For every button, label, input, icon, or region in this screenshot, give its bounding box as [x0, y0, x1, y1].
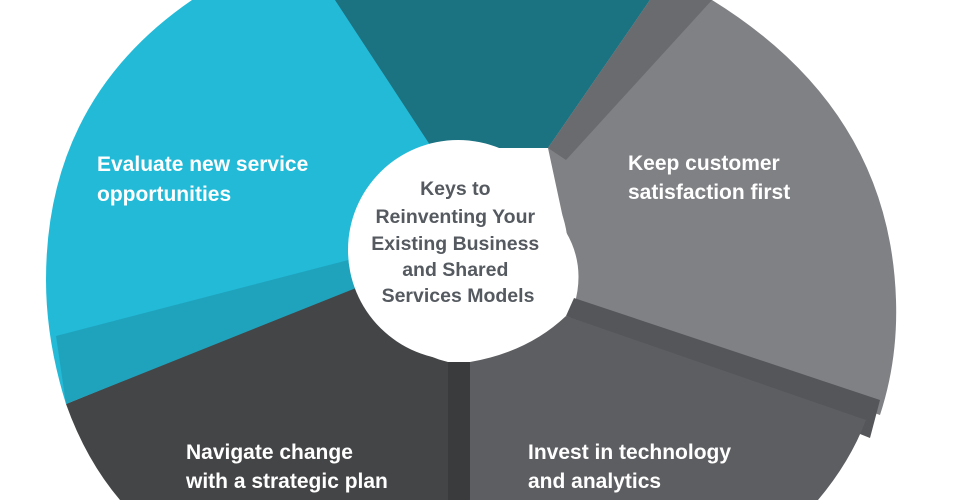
segment-label-line: Navigate change: [186, 441, 353, 464]
segment-label-customer: Keep customer satisfaction first: [628, 152, 790, 204]
segment-label-technology: Invest in technology and analytics: [528, 441, 737, 493]
wheel-segment-navigate: [66, 286, 448, 500]
segment-label-line: and analytics: [528, 470, 661, 493]
hub-title-line: and Shared: [402, 259, 508, 281]
wheel-segment-top: [300, 0, 650, 148]
hub-title-line: Keys to: [420, 178, 491, 200]
segment-label-line: opportunities: [97, 183, 231, 206]
segment-label-line: satisfaction first: [628, 181, 790, 204]
wheel-segment-technology-shadow: [448, 362, 470, 500]
wheel-segment-technology: [470, 316, 866, 500]
wheel-segment-evaluate-shadow: [56, 258, 356, 404]
segment-label-line: with a strategic plan: [185, 470, 388, 493]
segment-label-navigate: Navigate change with a strategic plan: [185, 441, 388, 493]
hub-title-line: Reinventing Your: [375, 206, 535, 228]
segment-label-evaluate: Evaluate new service opportunities: [97, 153, 314, 206]
segment-label-line: Keep customer: [628, 152, 780, 175]
hub-title: Keys to Reinventing Your Existing Busine…: [371, 178, 544, 307]
hub-title-line: Existing Business: [371, 233, 539, 255]
hub-title-line: Services Models: [382, 285, 535, 307]
wheel-segment-customer: [548, 0, 897, 415]
segment-label-line: Evaluate new service: [97, 153, 308, 176]
hub-circle: [348, 140, 568, 360]
segment-label-line: Invest in technology: [528, 441, 731, 464]
wheel-segment-evaluate: [46, 0, 432, 404]
wheel-segment-customer-shadow: [548, 0, 712, 160]
